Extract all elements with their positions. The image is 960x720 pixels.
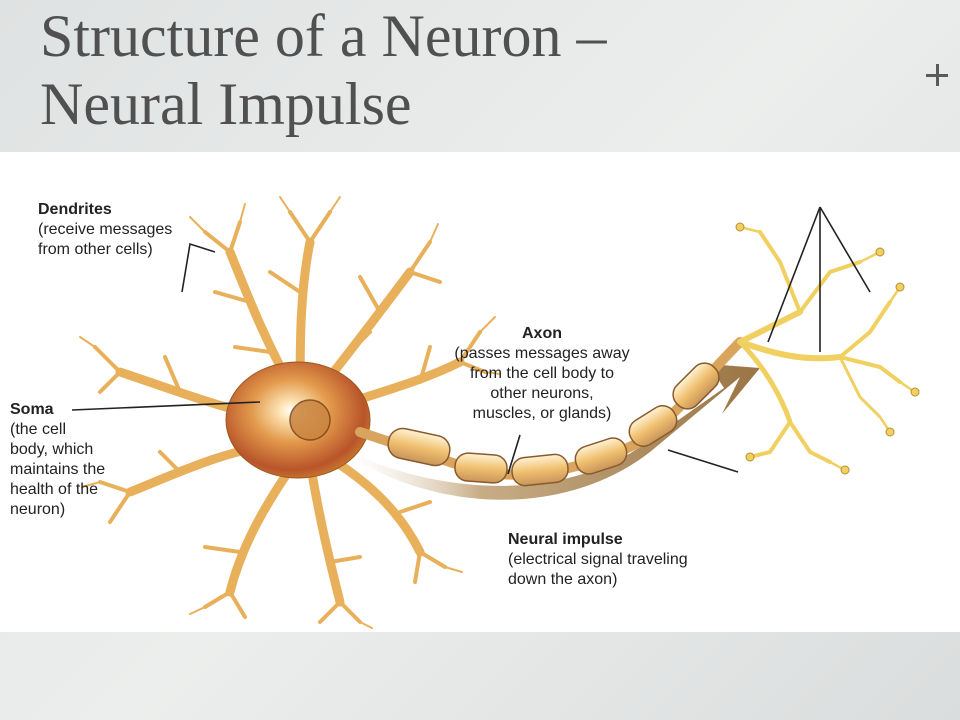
soma-label: Soma (the cell body, which maintains the… — [10, 400, 105, 520]
impulse-line-1: (electrical signal traveling — [508, 551, 688, 568]
soma-leader — [71, 401, 261, 411]
axon-line-3: other neurons, — [490, 385, 594, 402]
soma-line-1: (the cell — [10, 421, 67, 438]
terminal-buttons — [735, 222, 920, 475]
plus-icon — [926, 64, 948, 86]
slide-title-line1: Structure of a Neuron – — [40, 3, 607, 69]
impulse-label: Neural impulse (electrical signal travel… — [508, 530, 688, 590]
dendrites-leader — [181, 242, 216, 293]
axon-leader — [507, 434, 521, 475]
leader-lines — [71, 206, 871, 475]
terminal-leader-right — [819, 206, 871, 293]
impulse-line-2: down the axon) — [508, 571, 618, 588]
soma-line-5: neuron) — [10, 501, 66, 518]
impulse-heading: Neural impulse — [508, 531, 623, 548]
soma-line-4: health of the — [10, 481, 99, 498]
nucleus — [289, 399, 331, 441]
soma-line-2: body, which — [10, 441, 94, 458]
soma-line-3: maintains the — [10, 461, 106, 478]
axon-terminals — [737, 225, 917, 472]
neuron-illustration — [71, 196, 920, 629]
dendrites-heading: Dendrites — [38, 201, 112, 218]
axon-line-1: (passes messages away — [454, 345, 630, 362]
dendrites-line-1: (receive messages — [38, 221, 173, 238]
axon-line-4: muscles, or glands) — [472, 405, 612, 422]
slide-title-line2: Neural Impulse — [40, 71, 412, 137]
impulse-arrow — [330, 364, 760, 500]
dendrites-line-2: from other cells) — [38, 241, 153, 258]
dendrites-label: Dendrites (receive messages from other c… — [38, 200, 172, 260]
myelin-sheaths — [387, 362, 720, 487]
axon-line-2: from the cell body to — [469, 365, 615, 382]
impulse-leader — [667, 449, 739, 473]
slide-title: Structure of a Neuron – Neural Impulse — [40, 2, 920, 138]
terminal-leader-left — [767, 206, 821, 343]
neuron-diagram: Dendrites (receive messages from other c… — [0, 152, 960, 632]
axon-label: Axon (passes messages away from the cell… — [432, 324, 652, 424]
axon-heading: Axon — [522, 325, 562, 342]
soma-heading: Soma — [10, 401, 54, 418]
